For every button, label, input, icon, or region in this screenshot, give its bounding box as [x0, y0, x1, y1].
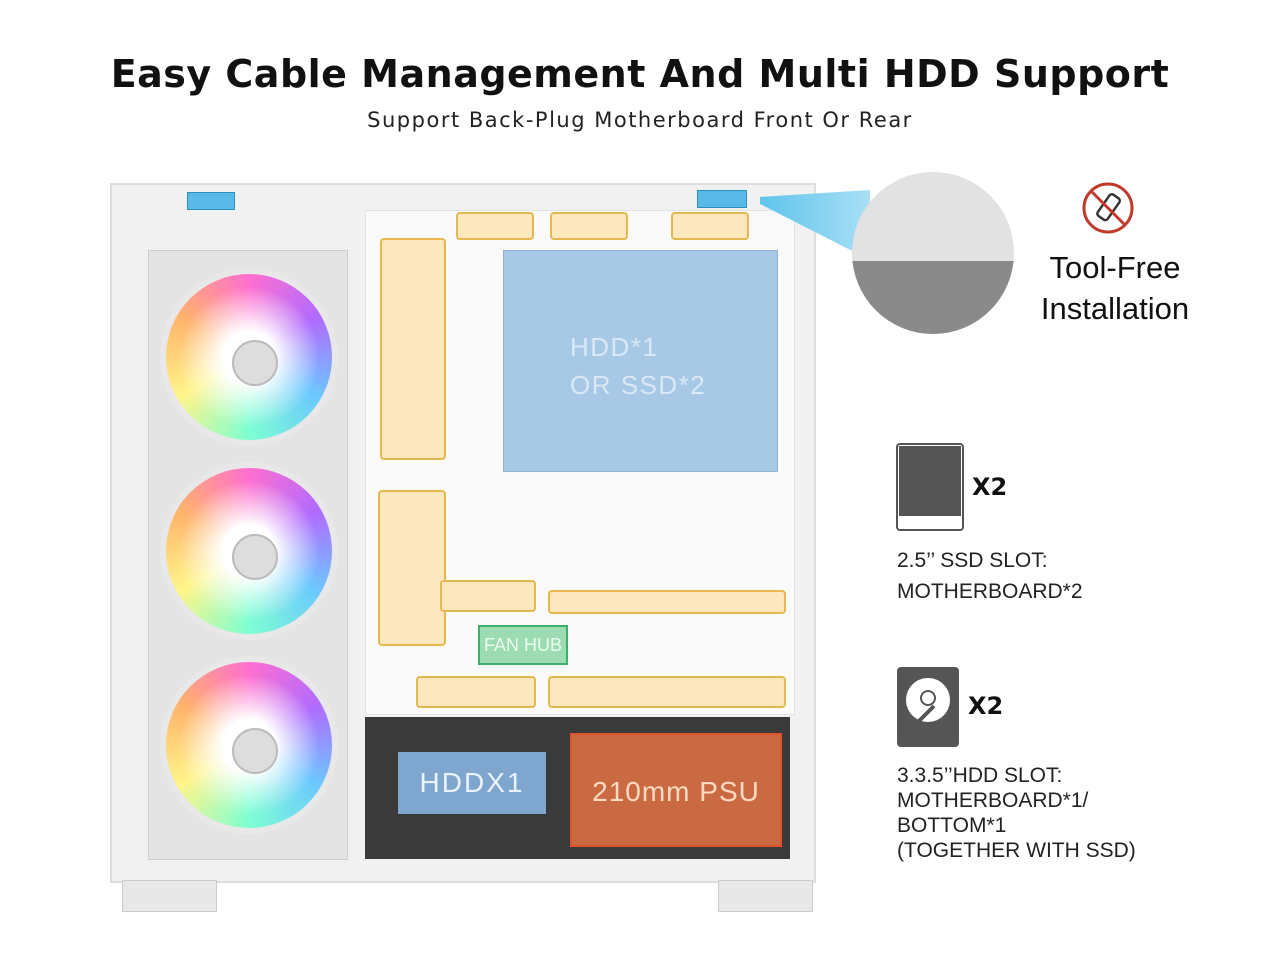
hdd-slot-label: 3.3.5’’HDD SLOT:MOTHERBOARD*1/BOTTOM*1(T…	[897, 764, 1136, 862]
page-title: Easy Cable Management And Multi HDD Supp…	[110, 52, 1170, 96]
cable-grommet	[550, 212, 628, 240]
tool-free-clip	[187, 192, 235, 210]
tool-free-line2: Installation	[1040, 291, 1190, 326]
rgb-fan	[160, 268, 338, 446]
page-subtitle: Support Back-Plug Motherboard Front Or R…	[367, 108, 913, 132]
ssd-count: X2	[972, 473, 1008, 501]
shroud-hdd-bay: HDDX1	[398, 752, 546, 814]
case-foot	[718, 880, 813, 912]
hdd-bay	[503, 250, 778, 472]
rgb-fan	[160, 656, 338, 834]
tool-free-line1: Tool-Free	[1049, 250, 1181, 285]
cable-cutout	[416, 676, 536, 708]
cable-cutout	[380, 238, 446, 460]
ssd-icon	[896, 443, 964, 531]
case-foot	[122, 880, 217, 912]
cable-grommet	[456, 212, 534, 240]
clip-detail-zoom	[852, 172, 1014, 334]
fan-hub: FAN HUB	[478, 625, 568, 665]
no-screwdriver-icon	[1082, 182, 1134, 234]
ssd-slot-label: 2.5’’ SSD SLOT:MOTHERBOARD*2	[897, 549, 1083, 603]
cable-cutout	[440, 580, 536, 612]
rgb-fan	[160, 462, 338, 640]
cable-cutout	[548, 590, 786, 614]
hdd-count: X2	[968, 692, 1004, 720]
tool-free-clip	[697, 190, 747, 208]
cable-cutout	[378, 490, 446, 646]
psu-bay: 210mm PSU	[570, 733, 782, 847]
cable-grommet	[671, 212, 749, 240]
cable-cutout	[548, 676, 786, 708]
hdd-icon	[897, 667, 959, 747]
